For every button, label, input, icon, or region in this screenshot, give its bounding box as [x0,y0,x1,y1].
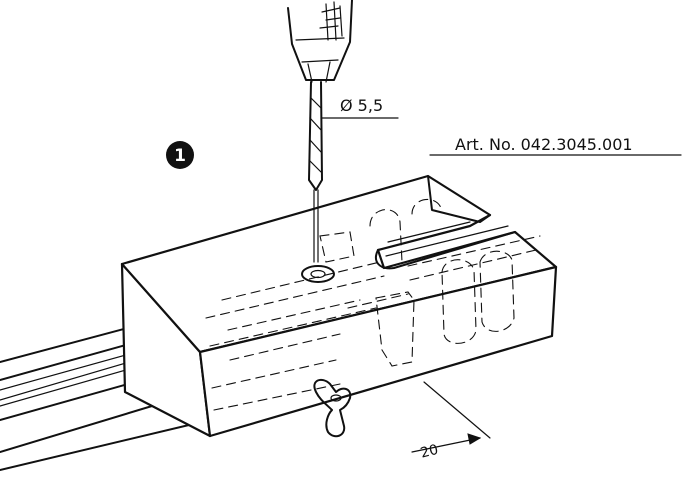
jig-block [120,174,558,438]
distance-label: 20 [419,442,440,462]
drill-bit [308,81,323,263]
hidden-bore-holes [205,198,541,411]
drill-diameter-label: Ø 5,5 [340,96,383,115]
svg-text:1: 1 [174,146,186,166]
drill-hole-marker [301,265,335,283]
step-marker-badge: 1 [166,141,194,169]
distance-dimension [411,381,491,453]
block-front-face [198,265,558,438]
drill-chuck [287,0,353,83]
article-number-label: Art. No. 042.3045.001 [455,135,633,154]
wing-nut [313,378,352,438]
